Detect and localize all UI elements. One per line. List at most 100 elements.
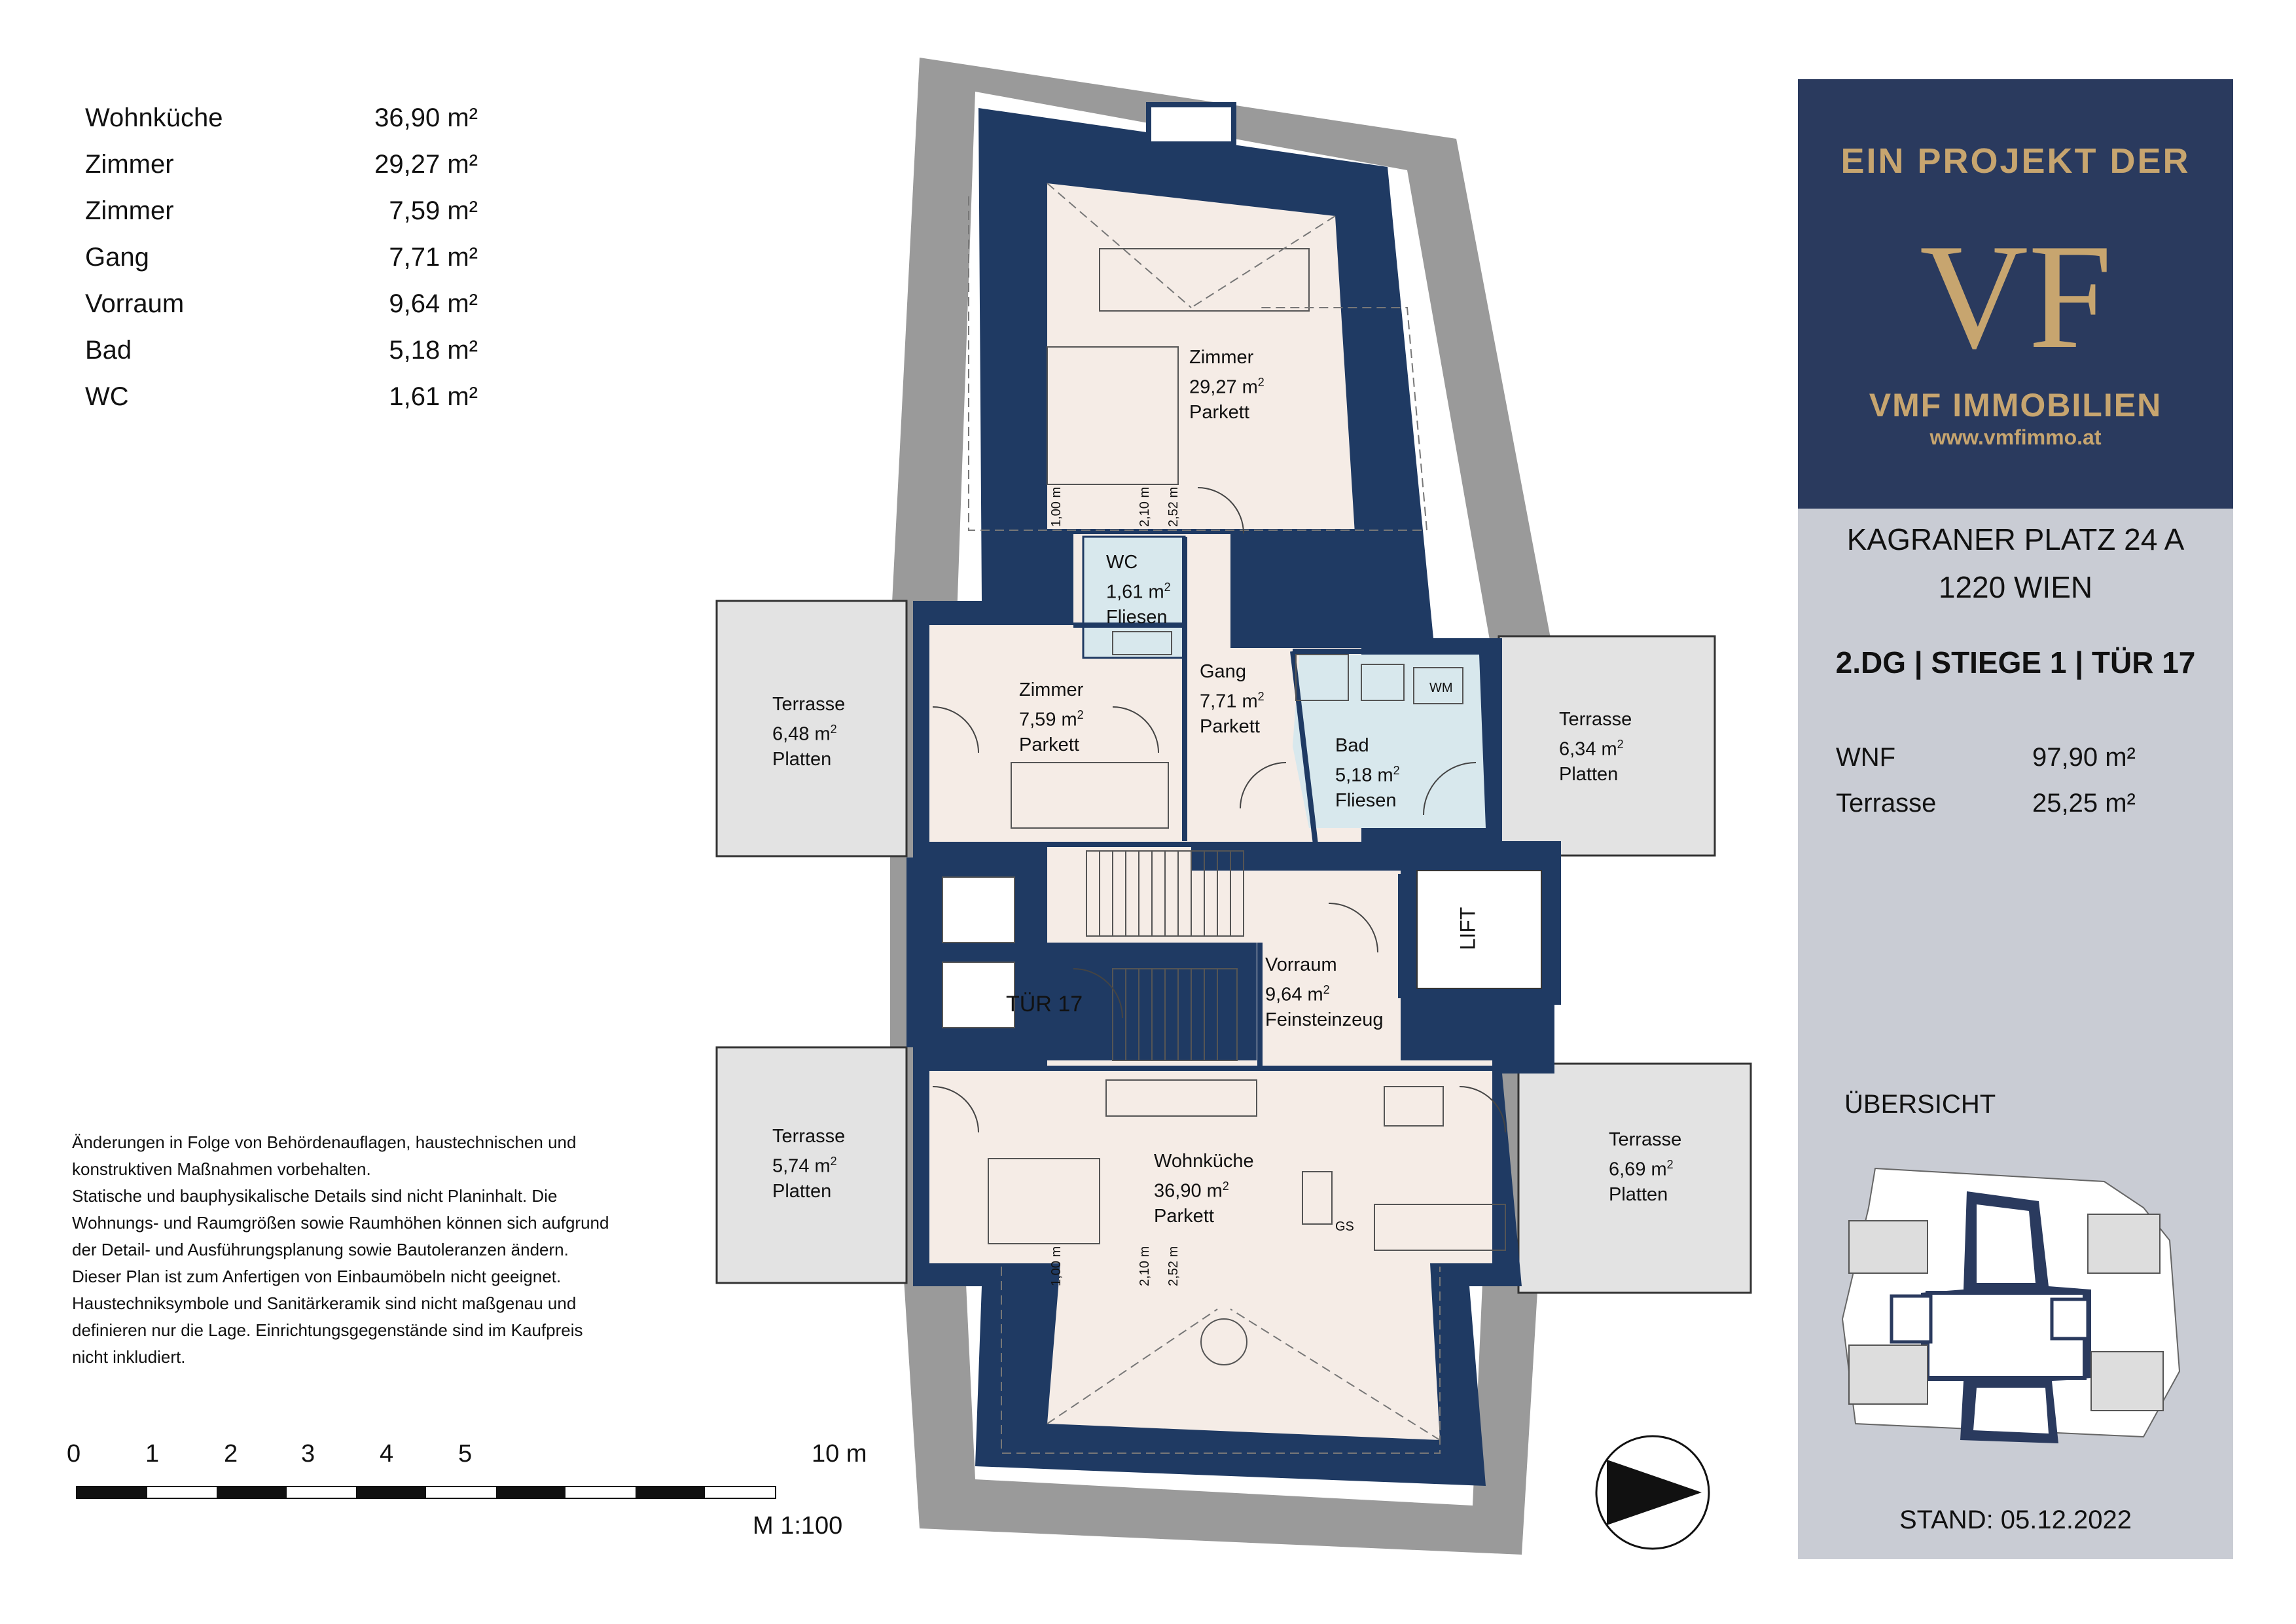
room-area-value: 5,74 m bbox=[772, 1155, 831, 1177]
room-area: 9,64 m2 bbox=[1265, 977, 1384, 1007]
total-label: WNF bbox=[1836, 743, 1896, 772]
sq-superscript: 2 bbox=[1077, 708, 1084, 721]
height-label: 1,00 m bbox=[1049, 486, 1064, 527]
gs-label: GS bbox=[1335, 1219, 1354, 1234]
scale-label: M 1:100 bbox=[753, 1512, 843, 1540]
furniture bbox=[988, 248, 1506, 1365]
scale-tick: 4 bbox=[380, 1440, 394, 1468]
room-area: 6,48 m2 bbox=[772, 717, 845, 747]
room-floor: Platten bbox=[772, 748, 832, 770]
brand-tagline: EIN PROJEKT DER bbox=[1840, 141, 2191, 181]
room-name: Wohnküche bbox=[1154, 1151, 1254, 1172]
room-name: Terrasse bbox=[1609, 1129, 1682, 1150]
room-area: 7,59 m2 bbox=[1019, 702, 1084, 732]
overview-map bbox=[1841, 1167, 2181, 1443]
area-name: Zimmer bbox=[85, 196, 174, 225]
sq-superscript: 2 bbox=[1164, 581, 1171, 594]
room-area: 5,18 m2 bbox=[1335, 758, 1400, 788]
terrace-top-left bbox=[715, 600, 908, 857]
total-value: 97,90 m² bbox=[2032, 743, 2136, 772]
bath-floor bbox=[1293, 655, 1486, 828]
room-name: Zimmer bbox=[1189, 347, 1254, 368]
room-label-gang: Gang 7,71 m2 Parkett bbox=[1200, 659, 1265, 739]
room-label-terrasse: Terrasse 6,69 m2 Platten bbox=[1609, 1127, 1681, 1207]
brand-url: www.vmfimmo.at bbox=[1929, 425, 2102, 449]
stand-date: STAND: 05.12.2022 bbox=[1899, 1506, 2132, 1534]
height-label: 1,00 m bbox=[1049, 1246, 1064, 1286]
north-arrow-icon bbox=[1595, 1435, 1710, 1550]
room-floor: Parkett bbox=[1154, 1205, 1214, 1227]
scale-tick: 2 bbox=[224, 1440, 238, 1468]
room-name: Gang bbox=[1200, 661, 1246, 682]
room-area: 29,27 m2 bbox=[1189, 370, 1265, 400]
fridge bbox=[1302, 1171, 1333, 1225]
interior-floor bbox=[929, 183, 1492, 1440]
area-value: 7,59 m² bbox=[389, 196, 478, 225]
door-label: TÜR 17 bbox=[1006, 992, 1083, 1017]
bed-double bbox=[1047, 346, 1179, 485]
room-label-terrasse: Terrasse 5,74 m2 Platten bbox=[772, 1124, 845, 1204]
area-value: 29,27 m² bbox=[374, 150, 478, 179]
sq-superscript: 2 bbox=[1666, 1158, 1674, 1171]
terrace-bottom-left bbox=[715, 1046, 908, 1284]
room-area-value: 6,34 m bbox=[1559, 738, 1617, 760]
address-city: 1220 WIEN bbox=[1938, 570, 2093, 604]
room-name: Terrasse bbox=[772, 694, 846, 715]
sq-superscript: 2 bbox=[830, 1155, 837, 1168]
height-label: 2,52 m bbox=[1166, 486, 1181, 527]
room-floor: Feinsteinzeug bbox=[1265, 1009, 1384, 1030]
unit-label: 2.DG | STIEGE 1 | TÜR 17 bbox=[1835, 645, 2196, 679]
total-label: Terrasse bbox=[1836, 789, 1937, 818]
room-area: 1,61 m2 bbox=[1106, 575, 1171, 605]
room-label-terrasse: Terrasse 6,48 m2 Platten bbox=[772, 692, 845, 772]
room-area-value: 6,48 m bbox=[772, 723, 831, 745]
room-name: Vorraum bbox=[1265, 954, 1337, 975]
bed-single bbox=[1011, 762, 1169, 829]
brand-panel bbox=[1798, 79, 2233, 509]
vf-logo: VF bbox=[1920, 213, 2112, 363]
wc-floor bbox=[1082, 535, 1186, 659]
washing-machine bbox=[1413, 667, 1463, 704]
height-label: 2,10 m bbox=[1138, 1246, 1152, 1286]
room-name: Zimmer bbox=[1019, 679, 1084, 700]
sq-superscript: 2 bbox=[1222, 1180, 1229, 1193]
room-area: 7,71 m2 bbox=[1200, 684, 1265, 714]
overview-label: ÜBERSICHT bbox=[1844, 1090, 1996, 1119]
area-name: Bad bbox=[85, 336, 132, 365]
room-area-value: 9,64 m bbox=[1265, 984, 1323, 1005]
area-value: 7,71 m² bbox=[389, 243, 478, 272]
room-area: 6,69 m2 bbox=[1609, 1152, 1681, 1182]
room-name: Bad bbox=[1335, 735, 1369, 756]
room-label-wc: WC 1,61 m2 Fliesen bbox=[1106, 550, 1171, 630]
shaft bbox=[942, 962, 1015, 1028]
room-label-wohnkueche: Wohnküche 36,90 m2 Parkett bbox=[1154, 1149, 1254, 1229]
room-floor: Platten bbox=[1609, 1183, 1668, 1205]
room-area-value: 36,90 m bbox=[1154, 1180, 1223, 1202]
stove bbox=[1384, 1086, 1444, 1127]
room-floor: Platten bbox=[772, 1180, 832, 1202]
total-value: 25,25 m² bbox=[2032, 789, 2136, 818]
scale-tick: 10 m bbox=[812, 1440, 867, 1468]
sq-superscript: 2 bbox=[1393, 764, 1400, 777]
room-label-vorraum: Vorraum 9,64 m2 Feinsteinzeug bbox=[1265, 952, 1384, 1032]
sq-superscript: 2 bbox=[1323, 983, 1330, 996]
room-floor: Parkett bbox=[1189, 401, 1249, 423]
scale-tick: 3 bbox=[301, 1440, 315, 1468]
sq-superscript: 2 bbox=[1257, 690, 1265, 703]
scale-tick: 1 bbox=[145, 1440, 160, 1468]
room-area-value: 1,61 m bbox=[1106, 581, 1164, 603]
sofa bbox=[1099, 248, 1310, 312]
logo-text: VF bbox=[1920, 213, 2112, 363]
kitchen-counter bbox=[1374, 1204, 1506, 1251]
room-floor: Fliesen bbox=[1335, 789, 1397, 811]
area-name: Gang bbox=[85, 243, 149, 272]
sq-superscript: 2 bbox=[1257, 376, 1265, 389]
room-area-value: 7,59 m bbox=[1019, 709, 1077, 731]
room-area-value: 5,18 m bbox=[1335, 765, 1393, 786]
area-value: 36,90 m² bbox=[374, 103, 478, 132]
room-name: Terrasse bbox=[1559, 709, 1632, 730]
scale-tick: 0 bbox=[67, 1440, 81, 1468]
room-floor: Fliesen bbox=[1106, 606, 1168, 628]
room-area: 6,34 m2 bbox=[1559, 732, 1632, 762]
